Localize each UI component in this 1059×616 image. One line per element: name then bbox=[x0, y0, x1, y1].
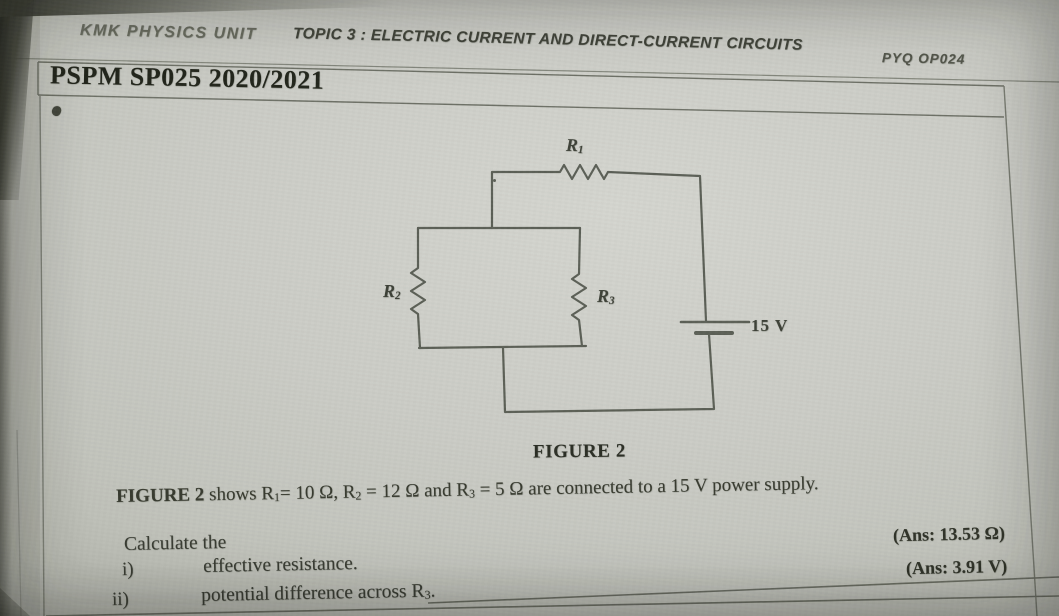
resistor-r2-symbol bbox=[409, 226, 427, 350]
title-box-bottom-line bbox=[37, 94, 1005, 118]
figure-caption: FIGURE 2 bbox=[532, 440, 627, 463]
page-left-border bbox=[39, 94, 45, 616]
question-lead: Calculate the bbox=[123, 532, 227, 555]
item2-text: potential difference across R3. bbox=[201, 580, 436, 606]
battery-voltage-label: 15 V bbox=[751, 316, 789, 335]
header-rule-line bbox=[0, 57, 1059, 83]
answer-2: (Ans: 3.91 V) bbox=[905, 555, 1008, 579]
bottom-return-wire bbox=[501, 332, 716, 414]
ink-speck bbox=[493, 179, 496, 182]
paper-crease-line bbox=[16, 429, 22, 616]
parallel-bottom-wire bbox=[417, 344, 588, 350]
answer-1: (Ans: 13.53 Ω) bbox=[892, 522, 1006, 546]
item1-number: i) bbox=[121, 558, 134, 581]
header-code: PYQ OP024 bbox=[881, 50, 966, 67]
bottom-underline bbox=[427, 576, 1059, 604]
top-loop-wire-r1-symbol bbox=[490, 163, 708, 323]
item2-number: ii) bbox=[111, 588, 130, 611]
resistor-r3-symbol bbox=[570, 226, 588, 348]
bottom-edge-line bbox=[45, 595, 1059, 616]
page-right-border bbox=[1003, 85, 1038, 616]
photo-edge-shadow bbox=[0, 0, 12, 616]
page-title: PSPM SP025 2020/2021 bbox=[49, 60, 325, 95]
item1-text: effective resistance. bbox=[203, 553, 358, 577]
resistor-r3-label: R3 bbox=[597, 286, 615, 308]
title-box-top-line bbox=[37, 61, 1005, 87]
resistor-r1-label: R1 bbox=[565, 134, 584, 157]
resistor-r2-label: R2 bbox=[383, 281, 401, 303]
